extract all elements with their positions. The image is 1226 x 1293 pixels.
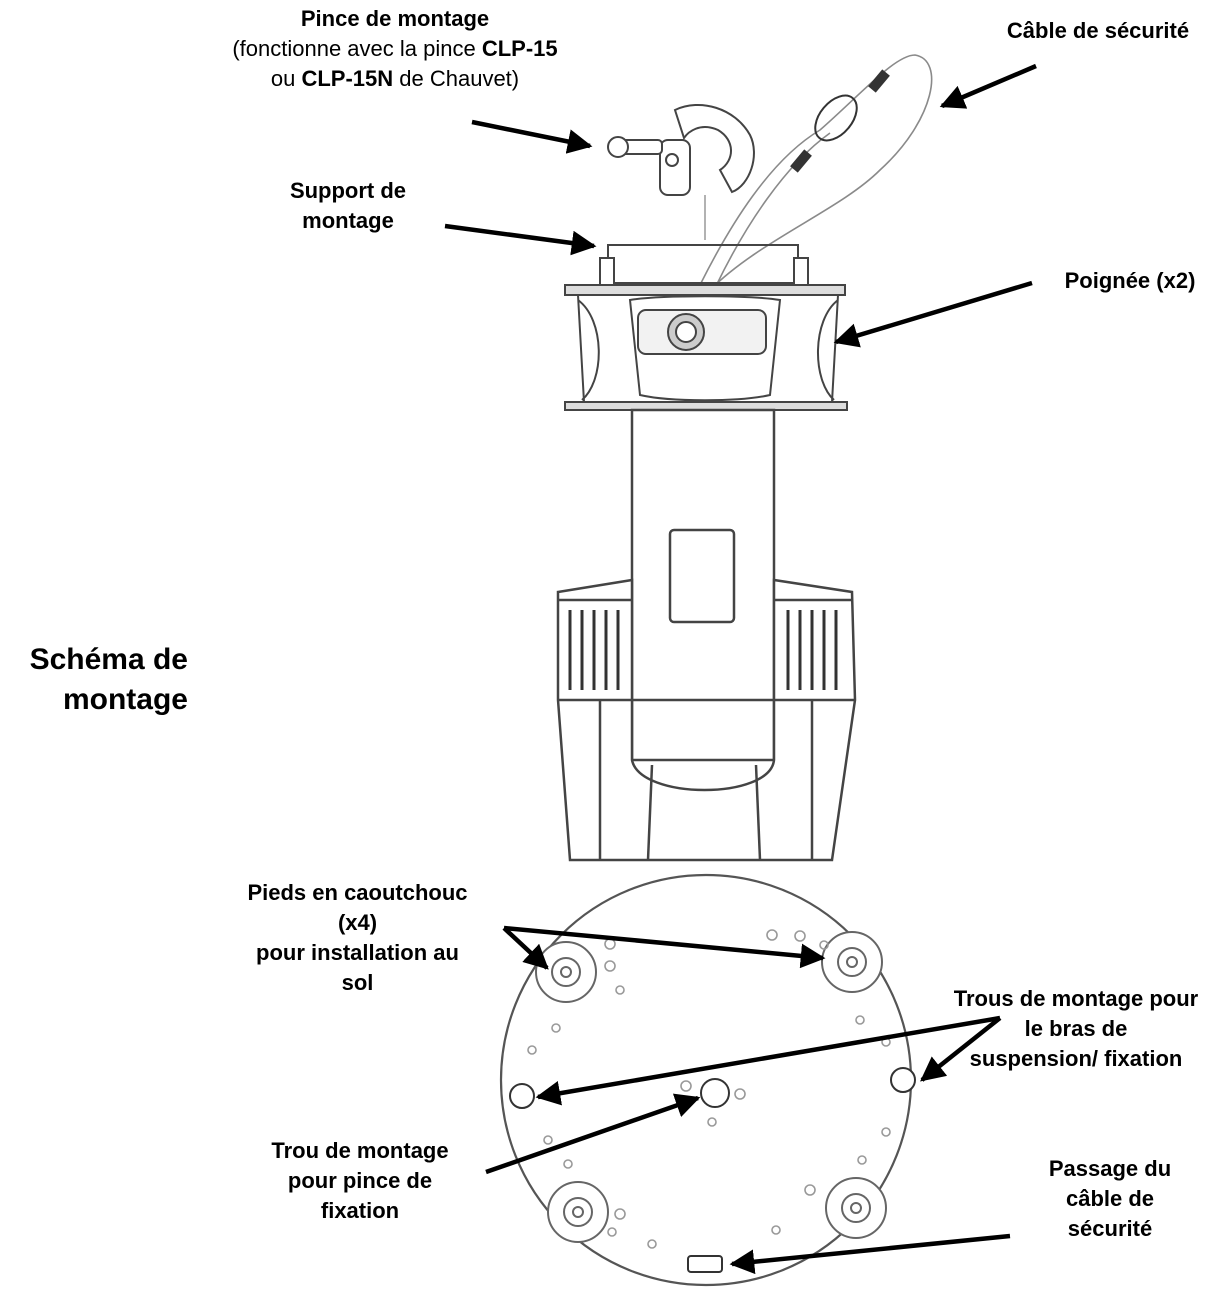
label-mounting-bracket: Support de montage <box>258 176 438 236</box>
label-cable-passage-line-1: Passage du <box>1048 1156 1172 1181</box>
label-mounting-clamp-line-2: (fonctionne avec la pince CLP-15 <box>180 34 610 64</box>
fixture-base-icon <box>556 578 857 862</box>
mounting-bracket-icon <box>564 244 846 296</box>
label-rubber-feet: Pieds en caoutchouc (x4) pour installati… <box>215 878 500 998</box>
label-mount-holes: Trous de montage pour le bras de suspens… <box>928 984 1224 1074</box>
arrow-mount-hole-right <box>920 1016 1002 1082</box>
label-cable-passage-line-3: sécurité <box>1067 1216 1153 1241</box>
callout-arrows <box>444 63 1037 1275</box>
label-mount-holes-line-2: le bras de <box>1024 1016 1128 1041</box>
fixture-arm-icon <box>630 408 776 762</box>
arrow-clamp-hole <box>485 1093 701 1175</box>
clamp-compat-text: (fonctionne avec la pince <box>232 36 482 61</box>
label-mounting-clamp-line-3: ou CLP-15N de Chauvet) <box>180 64 610 94</box>
label-mount-holes-line-1: Trous de montage pour <box>953 986 1199 1011</box>
label-mounting-clamp-line-1: Pince de montage <box>300 6 490 31</box>
label-clamp-hole-line-3: fixation <box>320 1198 400 1223</box>
label-safety-cable: Câble de sécurité <box>980 16 1216 46</box>
arrow-handle <box>833 280 1033 348</box>
arrow-foot-right <box>503 925 826 969</box>
arrow-cable-passage <box>729 1233 1011 1275</box>
mounting-clamp-icon <box>607 104 755 240</box>
label-handle: Poignée (x2) <box>1040 266 1220 296</box>
arrow-mounting-bracket <box>444 223 597 256</box>
label-clamp-hole-line-2: pour pince de <box>287 1168 433 1193</box>
label-handle-text: Poignée (x2) <box>1064 268 1196 293</box>
label-safety-cable-text: Câble de sécurité <box>1006 18 1190 43</box>
arrow-mount-hole-left <box>535 1015 1001 1106</box>
label-cable-passage: Passage du câble de sécurité <box>1020 1154 1200 1244</box>
safety-cable-icon <box>699 54 933 291</box>
label-clamp-hole: Trou de montage pour pince de fixation <box>240 1136 480 1226</box>
label-mounting-bracket-line-2: montage <box>302 208 394 233</box>
label-rubber-feet-line-2: (x4) <box>337 910 378 935</box>
arrow-safety-cable <box>939 63 1037 109</box>
label-mounting-clamp: Pince de montage (fonctionne avec la pin… <box>180 4 610 94</box>
title-line-1: Schéma de <box>29 643 188 676</box>
fixture-yoke-icon <box>564 294 848 411</box>
clamp-model-clp15n: CLP-15N <box>301 66 394 91</box>
diagram-title: Schéma de montage <box>10 640 188 720</box>
label-rubber-feet-line-1: Pieds en caoutchouc <box>247 880 468 905</box>
arrow-mounting-clamp <box>471 119 593 154</box>
clamp-model-clp15: CLP-15 <box>481 36 558 61</box>
label-rubber-feet-line-3: pour installation au <box>256 940 459 965</box>
label-rubber-feet-line-4: sol <box>341 970 374 995</box>
base-plate-icon <box>499 873 916 1287</box>
label-mounting-bracket-line-1: Support de <box>289 178 407 203</box>
label-cable-passage-line-2: câble de <box>1065 1186 1155 1211</box>
clamp-compat-or: ou <box>270 66 302 91</box>
clamp-compat-brand: de Chauvet) <box>393 66 520 91</box>
label-clamp-hole-line-1: Trou de montage <box>271 1138 449 1163</box>
title-line-2: montage <box>62 683 188 716</box>
arrow-foot-left <box>502 926 549 970</box>
label-mount-holes-line-3: suspension/ fixation <box>969 1046 1183 1071</box>
